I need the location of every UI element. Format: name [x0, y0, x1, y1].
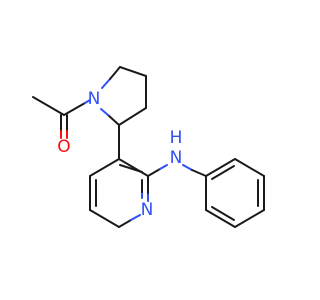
bond-phenyl-5 [234, 158, 265, 177]
amine-hydrogen-label: H [170, 128, 183, 148]
bond-phenyl-6 [205, 158, 236, 177]
bond-pyridine-c2-c3 [118, 158, 149, 177]
bond-carbonyl-nitrogen-colored [84, 99, 91, 104]
bond-phenyl-2-double [211, 206, 235, 221]
bond-phenyl-3 [234, 209, 265, 228]
bond-ring-ch-to-nitrogen-a [107, 114, 120, 126]
chemical-structure-diagram: N O H N N [32, 66, 265, 228]
amine-nitrogen-label: N [170, 148, 183, 168]
bond-amine-phenyl-b [191, 169, 207, 177]
bond-c2-amine-b [159, 164, 168, 170]
bond-ring-ch2-b [119, 66, 147, 77]
bond-ring-ch-to-nitrogen-b [100, 108, 109, 116]
bond-pyridine-c6-n-a [118, 219, 132, 228]
bond-phenyl-6-double [211, 165, 235, 180]
bond-phenyl-2 [205, 209, 236, 228]
bond-pyridine-c2-c3-double [119, 164, 143, 173]
bond-c2-amine-a [147, 168, 161, 177]
carbonyl-oxygen-label: O [57, 137, 70, 157]
pyridine-nitrogen-label: N [141, 200, 154, 220]
pyrrolidine-nitrogen-label: N [88, 89, 101, 109]
bond-ring-ch-to-ch2 [118, 107, 147, 126]
bond-methyl-carbonyl [32, 96, 65, 116]
bond-ring-ch2-a [109, 66, 121, 80]
bond-pyridine-c6-n-b [130, 214, 141, 221]
bond-amine-phenyl-a [182, 164, 193, 171]
bond-pyridine-c5-c6 [89, 209, 120, 228]
bond-nitrogen-ch2 [101, 78, 111, 89]
bond-pyridine-c3-c4 [89, 158, 120, 177]
bond-carbonyl-nitrogen [63, 102, 86, 116]
